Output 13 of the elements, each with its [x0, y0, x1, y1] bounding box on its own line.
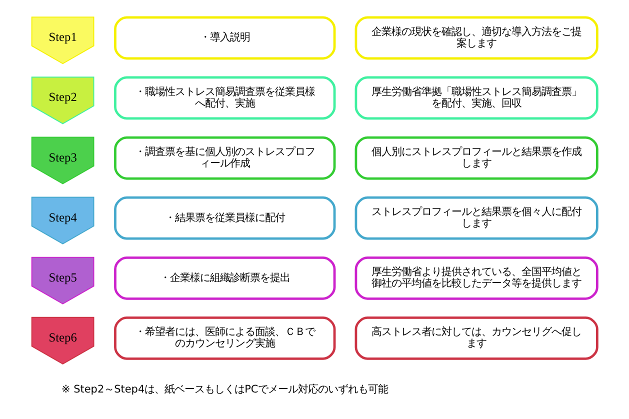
node-box: ・導入説明 — [114, 16, 336, 60]
node-box: ストレスプロフィールと結果票を個々人に配付します — [354, 196, 598, 240]
node-box: 企業様の現状を確認し、適切な導入方法をご提案します — [354, 16, 598, 60]
node-box: ・企業様に組織診断票を提出 — [114, 256, 336, 300]
node-box: ・結果票を従業員様に配付 — [114, 196, 336, 240]
node-box: ・希望者には、医師による面談、ＣＢでのカウンセリング実施 — [114, 316, 336, 360]
node-box: 高ストレス者に対しては、カウンセリグへ促します — [354, 316, 598, 360]
node-box: 厚生労働省準拠「職場性ストレス簡易調査票」を配付、実施、回収 — [354, 76, 598, 120]
node-box: ・調査票を基に個人別のストレスプロフィール作成 — [114, 136, 336, 180]
node-box: 厚生労働省より提供されている、全国平均値と御社の平均値を比較したデータ等を提供します — [354, 256, 598, 300]
node-box: ・職場性ストレス簡易調査票を従業員様へ配付、実施 — [114, 76, 336, 120]
label: ※ Step2～Step4は、紙ベースもしくはPCでメール対応のいずれも可能 — [62, 383, 388, 396]
node-box: 個人別にストレスプロフィールと結果票を作成します — [354, 136, 598, 180]
